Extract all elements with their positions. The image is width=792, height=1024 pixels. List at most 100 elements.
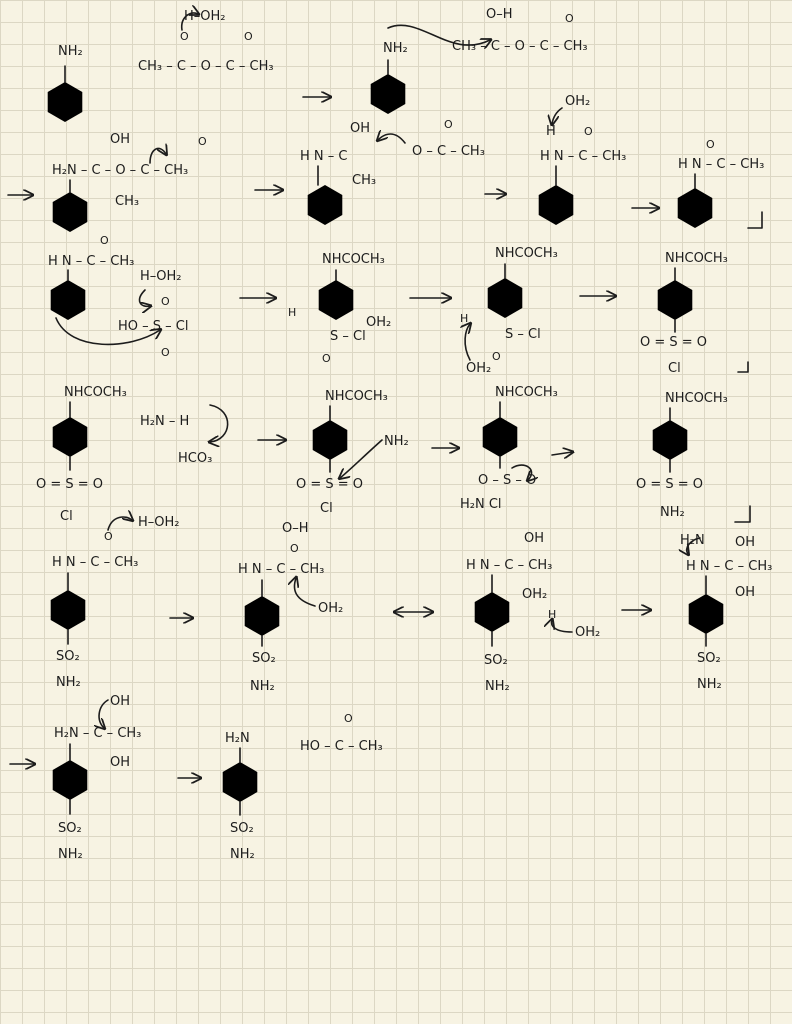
chlorosulfonic-formula: HO – S – Cl [118, 319, 188, 334]
product-nh2b-label: NH₂ [230, 847, 255, 862]
curved-arrow [340, 439, 383, 478]
amide-formula: H N – C – CH₃ [48, 254, 134, 269]
bicarbonate-label: HCO₃ [178, 451, 212, 466]
hydronium-label: H–OH₂ [140, 269, 182, 284]
acetic-anhydride-a: CH₃ – C – O – C – CH₃ O O H–OH₂ [138, 9, 274, 74]
curved-arrow [210, 404, 229, 442]
hydronium-label: H–OH₂ [184, 9, 226, 24]
anhydride-formula: CH₃ – C – O – C – CH₃ [138, 59, 274, 74]
protonated-carbonyl: H N – C – CH₃ O–H O OH₂ SO₂ NH₂ [238, 521, 343, 694]
deprot-water-label: OH₂ [466, 361, 491, 376]
deprot-scl-label: S – Cl [505, 327, 541, 342]
sigma-top-label: NHCOCH₃ [322, 252, 385, 267]
acetic-acid-byproduct: HO – C – CH₃ O [300, 712, 383, 754]
carbonyl-o-label: O [565, 12, 574, 25]
sigma-scl-label: S – Cl [330, 329, 366, 344]
n-protonated-hydrate: H N – C – CH₃ H₂N OH OH SO₂ NH₂ [680, 533, 772, 692]
tet-formula: H N – C [300, 149, 347, 164]
oh-label: O–H [282, 521, 309, 536]
carbonyl-o-label: O [706, 138, 715, 151]
water-label: OH₂ [565, 94, 590, 109]
tet-formula: H₂N – C – O – C – CH₃ [52, 163, 188, 178]
benzene-ring [50, 280, 86, 320]
anhydride-formula: CH₃ – C – O – C – CH₃ [452, 39, 588, 54]
start-top-label: NHCOCH₃ [64, 385, 127, 400]
curved-arrow [107, 517, 132, 531]
benzene-ring [487, 278, 523, 318]
amide-formula: H N – C – CH₃ [686, 559, 772, 574]
so2-label: SO₂ [484, 653, 508, 668]
step-end-bracket [747, 211, 763, 229]
amide-formula: H N – C – CH₃ [466, 558, 552, 573]
ring-h-label: H [460, 312, 468, 325]
oh-top-label: OH [735, 535, 755, 550]
benzene-ring [52, 417, 88, 457]
start-cl-label: Cl [60, 509, 73, 524]
aniline-start: NH₂ [47, 44, 83, 122]
nh2-label: NH₂ [697, 677, 722, 692]
tet-h-label: H [546, 124, 556, 139]
tetrahedral-intermediate-a: H₂N – C – O – C – CH₃ OH CH₃ O [52, 132, 207, 232]
water-label: OH₂ [575, 625, 600, 640]
carbonyl-o-label: O [180, 30, 189, 43]
sulfonyl-o-label: O [161, 295, 170, 308]
curved-arrow [552, 107, 563, 124]
amine-formula: H₂N – C – CH₃ [54, 726, 141, 741]
benzene-ring [307, 185, 343, 225]
aniline-attack: NH₂ [370, 24, 490, 114]
acetate-leaving-group: O – C – CH₃ O [412, 118, 485, 159]
so2-label: SO₂ [58, 821, 82, 836]
tet-so2-label: O = S = O [296, 477, 363, 492]
product-so2-label: O = S = O [640, 335, 707, 350]
tet-formula: H N – C – CH₃ [540, 149, 626, 164]
acetanilide-electrophile: H N – C – CH₃ O H–OH₂ HO – S – Cl O O [48, 234, 188, 359]
acetanilide-formula: H N – C – CH₃ [678, 157, 764, 172]
tet-cl-label: Cl [320, 501, 333, 516]
oh-bottom-label: OH₂ [522, 587, 547, 602]
tet-oh-label: OH [350, 121, 370, 136]
curved-arrow [138, 289, 150, 306]
sulfonyl-o-label-2: O [161, 346, 170, 359]
protonated-amide: H N – C – CH₃ H OH₂ O [538, 94, 626, 225]
so2-label: SO₂ [56, 649, 80, 664]
product-cl-label: Cl [668, 361, 681, 376]
benzene-ring [318, 280, 354, 320]
curved-arrow [149, 148, 166, 164]
tetrahedral-intermediate-b: H N – C OH CH₃ [300, 121, 406, 225]
product-nh2-label: H₂N [225, 731, 250, 746]
start-so2-label: O = S = O [36, 477, 103, 492]
benzene-ring [222, 762, 258, 802]
sigma-complex: NHCOCH₃ H OH₂ S – Cl O [288, 252, 391, 365]
benzene-ring [52, 192, 88, 232]
amide-formula: H N – C – CH₃ [52, 555, 138, 570]
sigma-oh2-label: OH₂ [366, 315, 391, 330]
nh2-label: NH₂ [56, 675, 81, 690]
chloride-elimination: NHCOCH₃ O – S – O H₂N Cl [460, 385, 558, 512]
benzene-ring [538, 185, 574, 225]
curved-arrow [465, 324, 470, 361]
protonated-anhydride: CH₃ – C – O – C – CH₃ O–H O [452, 7, 588, 54]
ammonia-bicarbonate: H₂N – H HCO₃ [140, 404, 229, 466]
amide-protonation: H N – C – CH₃ O H–OH₂ SO₂ NH₂ [50, 515, 180, 690]
benzene-ring [652, 420, 688, 460]
benzene-ring [50, 590, 86, 630]
tet-ch3-label: CH₃ [352, 173, 376, 188]
carbonyl-o-label-2: O [244, 30, 253, 43]
nh2-label: NH₂ [250, 679, 275, 694]
ring-h-label: H [288, 306, 296, 319]
collapse-intermediate: H₂N – C – CH₃ OH OH SO₂ NH₂ [52, 694, 141, 862]
benzene-ring [474, 592, 510, 632]
sulfonyl-o-label: O [322, 352, 331, 365]
curved-arrow [511, 464, 532, 480]
water-label: OH₂ [318, 601, 343, 616]
benzene-ring [657, 280, 693, 320]
oh-bottom-label: OH [110, 755, 130, 770]
nh2-label: NH₂ [485, 679, 510, 694]
benzene-ring [52, 760, 88, 800]
carbonyl-o-label: O [104, 530, 113, 543]
hydronium-label: H–OH₂ [138, 515, 180, 530]
benzene-ring [677, 188, 713, 228]
benzene-ring [688, 594, 724, 634]
deprot-top-label: NHCOCH₃ [495, 246, 558, 261]
